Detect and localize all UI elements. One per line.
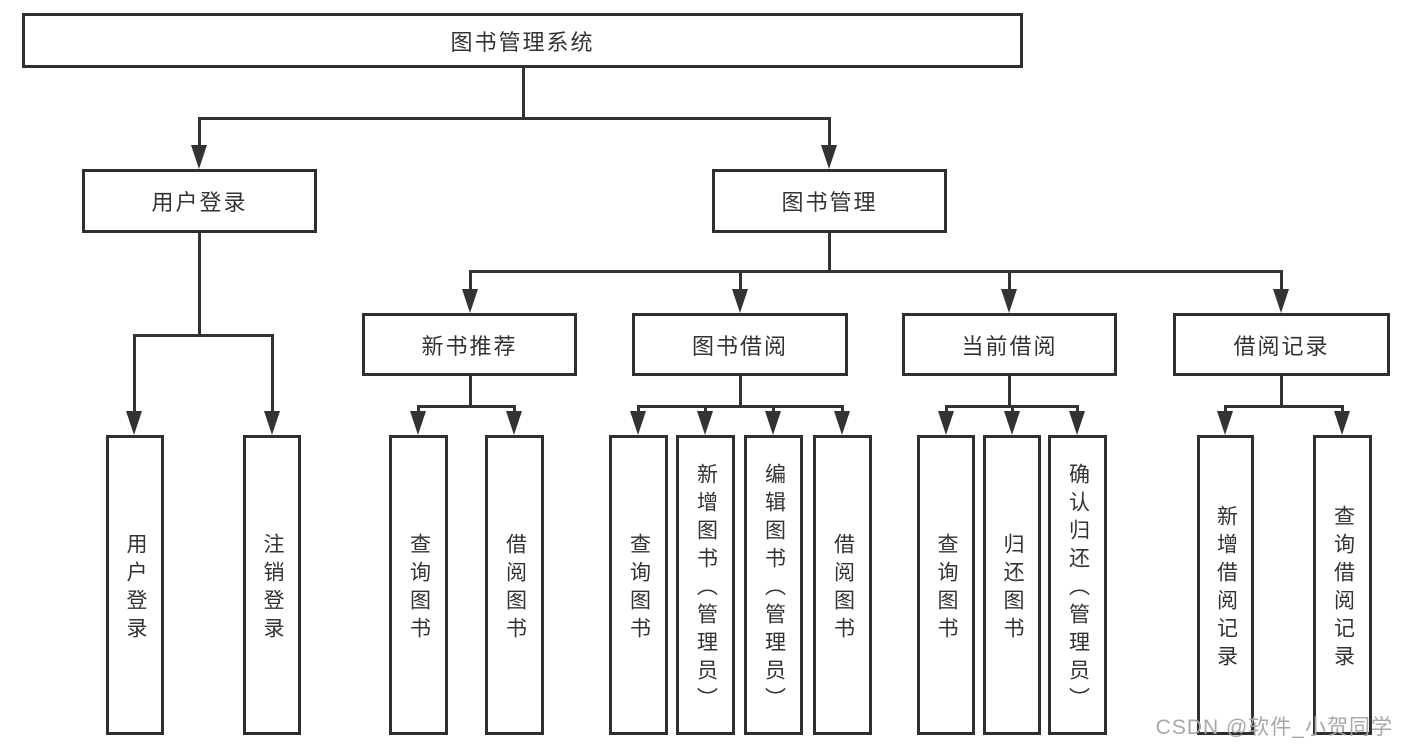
connector-drop bbox=[1010, 406, 1014, 415]
node-user-login: 用户登录 bbox=[82, 169, 317, 233]
connector-drop bbox=[1223, 406, 1227, 415]
connector-drop bbox=[771, 406, 775, 415]
node-leaf-query-book-cur: 查询图书 bbox=[917, 435, 975, 735]
connector-stem bbox=[468, 376, 472, 406]
connector-stem bbox=[738, 376, 742, 406]
connector-bar bbox=[636, 404, 844, 408]
connector-drop bbox=[1075, 406, 1079, 415]
arrow-down-icon bbox=[765, 411, 781, 435]
arrow-down-icon bbox=[834, 411, 850, 435]
connector-bar bbox=[197, 116, 831, 120]
connector-drop bbox=[468, 271, 472, 293]
arrow-down-icon bbox=[630, 411, 646, 435]
connector-stem bbox=[197, 233, 201, 335]
arrow-down-icon bbox=[821, 145, 837, 169]
connector-drop bbox=[1007, 271, 1011, 293]
arrow-down-icon bbox=[1004, 411, 1020, 435]
node-leaf-confirm-return: 确认归还（管理员） bbox=[1048, 435, 1107, 735]
node-leaf-query-book-borrow: 查询图书 bbox=[609, 435, 668, 735]
connector-drop bbox=[827, 118, 831, 149]
connector-drop bbox=[270, 335, 274, 415]
connector-bar bbox=[1223, 404, 1344, 408]
connector-drop bbox=[416, 406, 420, 415]
arrow-down-icon bbox=[410, 411, 426, 435]
connector-drop bbox=[703, 406, 707, 415]
connector-bar bbox=[132, 333, 274, 337]
node-book-borrow: 图书借阅 bbox=[632, 313, 848, 376]
connector-drop bbox=[197, 118, 201, 149]
arrow-down-icon bbox=[462, 289, 478, 313]
arrow-down-icon bbox=[1334, 411, 1350, 435]
arrow-down-icon bbox=[264, 411, 280, 435]
connector-drop bbox=[1340, 406, 1344, 415]
node-leaf-query-borrow-record: 查询借阅记录 bbox=[1313, 435, 1372, 735]
node-current-borrow: 当前借阅 bbox=[902, 313, 1117, 376]
node-book-mgmt: 图书管理 bbox=[712, 169, 947, 233]
connector-bar bbox=[416, 404, 516, 408]
connector-stem bbox=[827, 233, 831, 271]
node-leaf-borrow-book-2: 借阅图书 bbox=[813, 435, 872, 735]
csdn-watermark: CSDN @软件_小贺同学 bbox=[1155, 716, 1393, 739]
node-leaf-edit-book: 编辑图书（管理员） bbox=[744, 435, 803, 735]
arrow-down-icon bbox=[1217, 411, 1233, 435]
arrow-down-icon bbox=[506, 411, 522, 435]
node-new-book-rec: 新书推荐 bbox=[362, 313, 577, 376]
connector-drop bbox=[738, 271, 742, 293]
node-leaf-return-book: 归还图书 bbox=[983, 435, 1041, 735]
connector-bar bbox=[468, 269, 1283, 273]
arrow-down-icon bbox=[126, 411, 142, 435]
arrow-down-icon bbox=[697, 411, 713, 435]
connector-stem bbox=[1007, 376, 1011, 406]
connector-drop bbox=[840, 406, 844, 415]
connector-drop bbox=[636, 406, 640, 415]
arrow-down-icon bbox=[1273, 289, 1289, 313]
arrow-down-icon bbox=[191, 145, 207, 169]
node-borrow-records: 借阅记录 bbox=[1173, 313, 1390, 376]
node-leaf-logout: 注销登录 bbox=[243, 435, 301, 735]
node-leaf-add-book: 新增图书（管理员） bbox=[676, 435, 735, 735]
arrow-down-icon bbox=[1069, 411, 1085, 435]
node-leaf-user-login: 用户登录 bbox=[106, 435, 164, 735]
node-leaf-borrow-book-rec: 借阅图书 bbox=[485, 435, 544, 735]
connector-drop bbox=[132, 335, 136, 415]
connector-stem bbox=[521, 68, 525, 118]
arrow-down-icon bbox=[732, 289, 748, 313]
connector-drop bbox=[944, 406, 948, 415]
arrow-down-icon bbox=[1001, 289, 1017, 313]
connector-drop bbox=[512, 406, 516, 415]
node-root: 图书管理系统 bbox=[22, 13, 1023, 68]
node-leaf-query-book-rec: 查询图书 bbox=[389, 435, 448, 735]
connector-stem bbox=[1279, 376, 1283, 406]
arrow-down-icon bbox=[938, 411, 954, 435]
connector-drop bbox=[1279, 271, 1283, 293]
node-leaf-add-borrow-record: 新增借阅记录 bbox=[1197, 435, 1254, 735]
